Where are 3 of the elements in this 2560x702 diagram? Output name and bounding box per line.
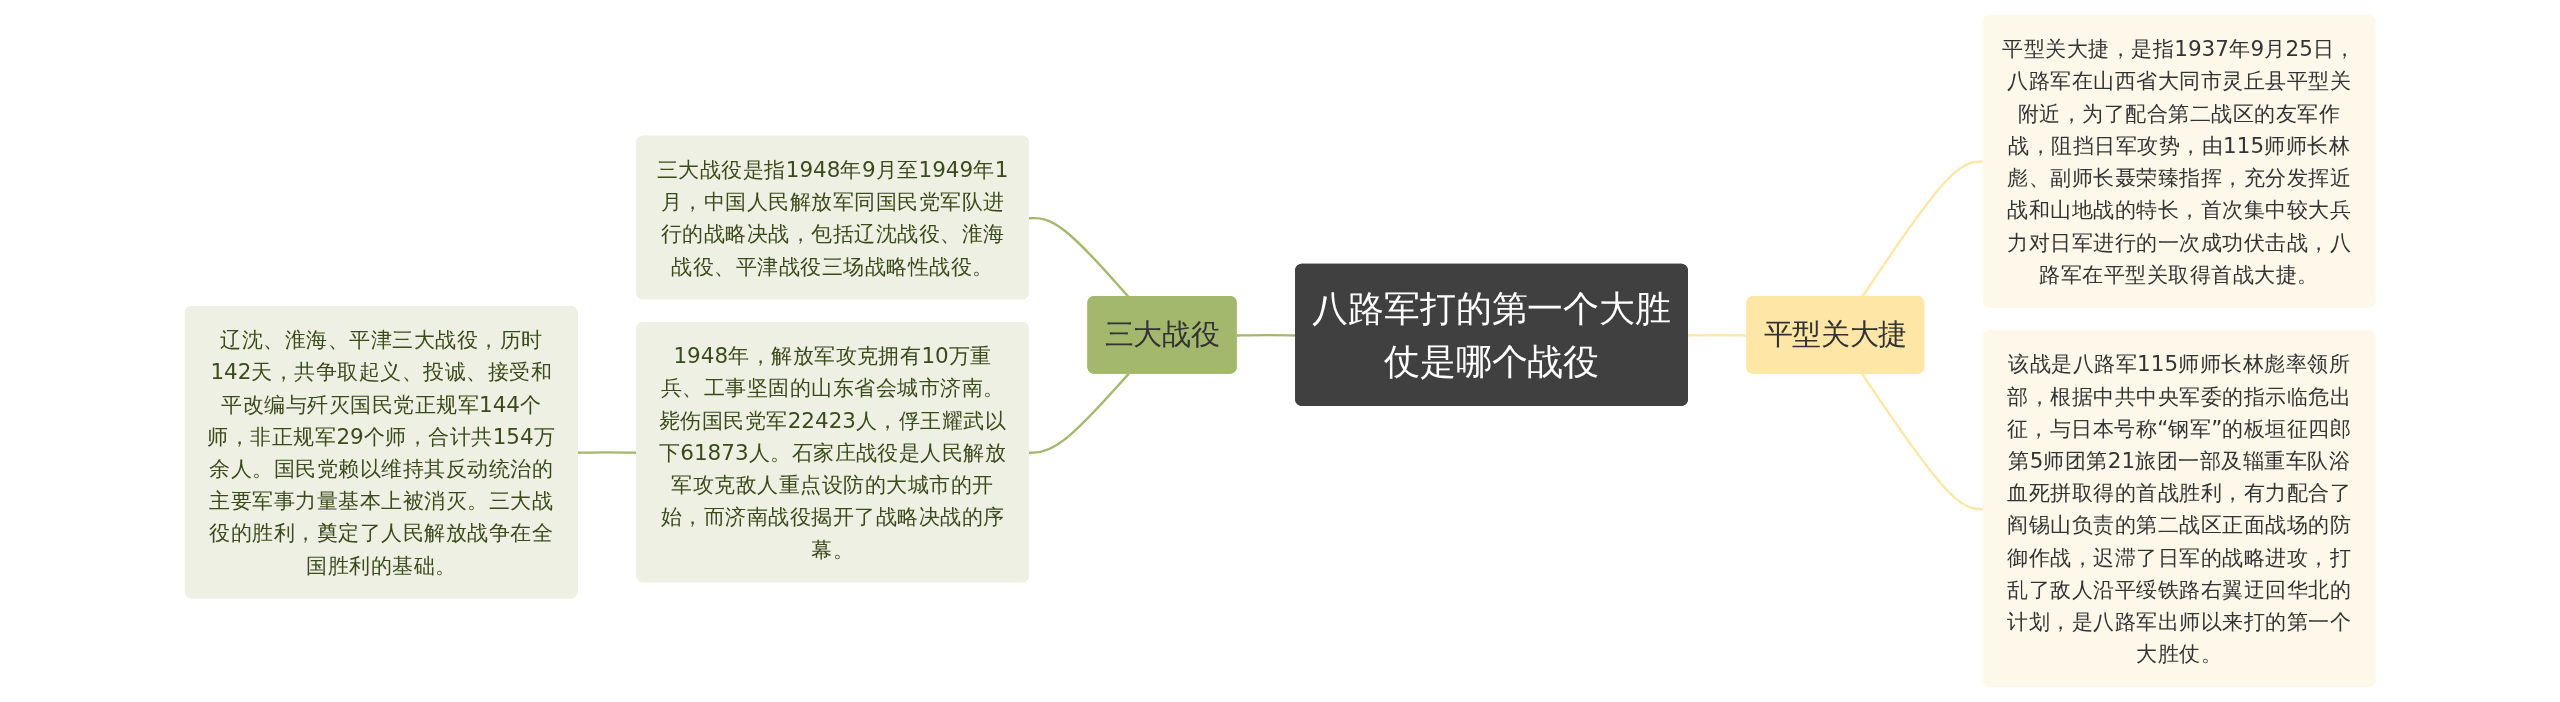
connector [1860,160,1984,298]
connector [1028,372,1130,454]
connector [1860,373,1984,511]
